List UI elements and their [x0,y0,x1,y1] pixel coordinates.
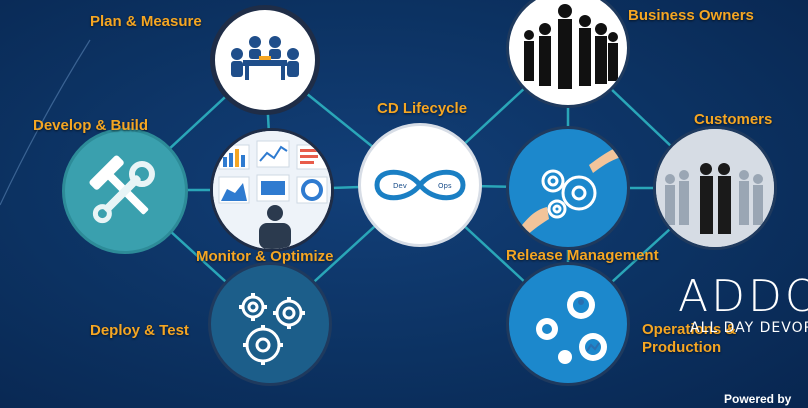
cd-lifecycle-node: Dev Ops [358,123,482,247]
powered-by-text: Powered by [724,392,792,406]
addo-tagline: ALL DAY DEVOPS [690,320,808,336]
operations-production-label-2: Production [642,339,722,356]
operations-production-node [506,262,630,386]
release-management-node [506,126,630,250]
dashboard-icon [213,131,331,249]
hands-gears-icon [519,147,621,239]
business-owners-node [506,0,630,108]
operations-production-label-1: Operations & [642,321,737,338]
meeting-icon [231,36,299,80]
plan-measure-label: Plan & Measure [90,13,202,30]
release-management-label: Release Management [506,247,659,264]
monitor-optimize-label: Monitor & Optimize [196,248,334,265]
customers-label: Customers [694,111,773,128]
plan-measure-node [210,5,320,115]
ops-text: Ops [438,182,452,190]
business-people-icon [524,4,618,89]
crowd-icon [656,129,774,247]
operations-gears-icon [536,291,607,364]
develop-build-node [62,128,188,254]
develop-build-label: Develop & Build [33,117,149,134]
dev-text: Dev [393,182,407,190]
business-owners-label: Business Owners [628,7,754,24]
cd-lifecycle-label: CD Lifecycle [377,100,468,117]
addo-logo: ADDO [678,271,808,322]
devops-infinity-icon: Dev Ops [374,169,466,201]
gears-icon [239,293,305,365]
monitor-optimize-node [210,128,334,252]
deploy-test-node [208,262,332,386]
deploy-test-label: Deploy & Test [90,322,189,339]
customers-node [653,126,777,250]
tools-icon [89,155,155,224]
